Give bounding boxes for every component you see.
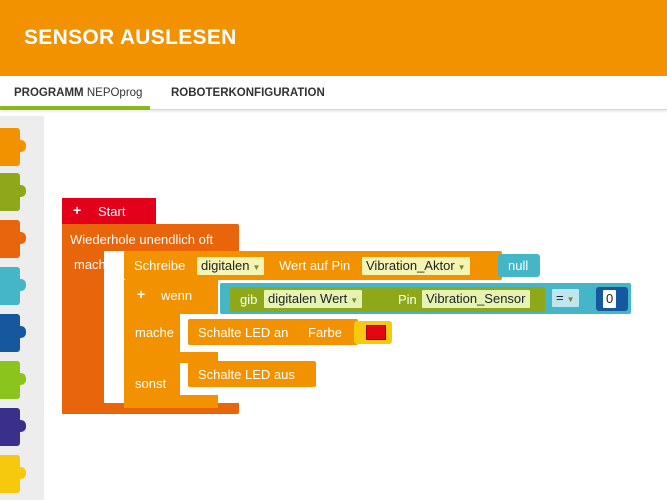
page-title: SENSOR AUSLESEN <box>24 26 237 49</box>
write-pin-dropdown[interactable]: Vibration_Aktor▼ <box>362 257 470 275</box>
read-sensor-block[interactable]: gib digitalen Wert▼ Pin Vibration_Sensor <box>230 287 545 312</box>
dropdown-arrow-icon: ▼ <box>566 295 575 304</box>
sensor-mode-dropdown[interactable]: digitalen Wert▼ <box>264 290 363 308</box>
write-pin-value: Vibration_Aktor <box>366 258 455 273</box>
app-header: SENSOR AUSLESEN <box>0 0 667 76</box>
write-mode-value: digitalen <box>201 258 250 273</box>
if-do-label: mache <box>135 325 175 340</box>
dropdown-arrow-icon: ▼ <box>350 296 359 305</box>
dropdown-arrow-icon: ▼ <box>252 263 261 272</box>
color-block[interactable] <box>354 321 392 344</box>
led-on-label: Schalte LED an <box>198 325 289 340</box>
start-add-icon[interactable]: + <box>73 202 82 218</box>
sensor-pin-value: Vibration_Sensor <box>426 291 526 306</box>
write-value-block[interactable]: null <box>498 254 540 277</box>
toolbox-category-6[interactable] <box>0 361 26 399</box>
toolbox-category-2[interactable] <box>0 173 26 211</box>
tab-program-label: PROGRAMM <box>14 87 84 99</box>
write-pin-label: Wert auf Pin <box>279 258 351 273</box>
if-add-icon[interactable]: + <box>137 286 146 302</box>
program-workspace[interactable]: + Start Wiederhole unendlich oft mache S… <box>44 116 667 500</box>
led-off-label: Schalte LED aus <box>198 367 295 382</box>
write-label: Schreibe <box>134 258 186 273</box>
toolbox-category-8[interactable] <box>0 455 26 493</box>
led-color-label: Farbe <box>308 325 342 340</box>
led-on-block[interactable]: Schalte LED an Farbe <box>188 319 358 345</box>
sensor-mode-value: digitalen Wert <box>268 291 348 306</box>
compare-operator-dropdown[interactable]: =▼ <box>552 289 579 307</box>
number-block[interactable]: 0 <box>596 287 628 311</box>
tab-bar: PROGRAMM NEPOprog ROBOTERKONFIGURATION <box>0 76 667 110</box>
sensor-get-label: gib <box>240 292 258 307</box>
write-mode-dropdown[interactable]: digitalen▼ <box>197 257 265 275</box>
compare-number-input[interactable]: 0 <box>603 290 617 308</box>
sensor-pin-dropdown[interactable]: Vibration_Sensor <box>422 290 530 308</box>
if-else-label: sonst <box>135 376 167 391</box>
sensor-pin-label: Pin <box>398 292 417 307</box>
led-color-swatch[interactable] <box>366 325 386 340</box>
write-value: null <box>508 258 529 273</box>
tab-robot-configuration[interactable]: ROBOTERKONFIGURATION <box>171 87 325 99</box>
dropdown-arrow-icon: ▼ <box>457 263 466 272</box>
repeat-forever-label: Wiederhole unendlich oft <box>70 232 214 247</box>
block-toolbox <box>0 116 44 500</box>
start-block[interactable]: + Start <box>62 198 156 224</box>
toolbox-category-5[interactable] <box>0 314 26 352</box>
toolbox-category-1[interactable] <box>0 128 26 166</box>
tab-program[interactable]: PROGRAMM NEPOprog <box>14 87 142 99</box>
led-off-block[interactable]: Schalte LED aus <box>188 361 316 387</box>
write-pin-block[interactable]: Schreibe digitalen▼ Wert auf Pin Vibrati… <box>124 251 502 280</box>
if-label: wenn <box>161 288 193 303</box>
toolbox-category-4[interactable] <box>0 267 26 305</box>
compare-number-value: 0 <box>606 291 614 306</box>
tab-program-name: NEPOprog <box>86 87 143 99</box>
repeat-do-label: mache <box>74 257 114 272</box>
active-tab-indicator <box>0 106 150 110</box>
start-label: Start <box>98 204 126 219</box>
compare-operator-value: = <box>556 290 564 305</box>
toolbox-category-7[interactable] <box>0 408 26 446</box>
toolbox-category-3[interactable] <box>0 220 26 258</box>
